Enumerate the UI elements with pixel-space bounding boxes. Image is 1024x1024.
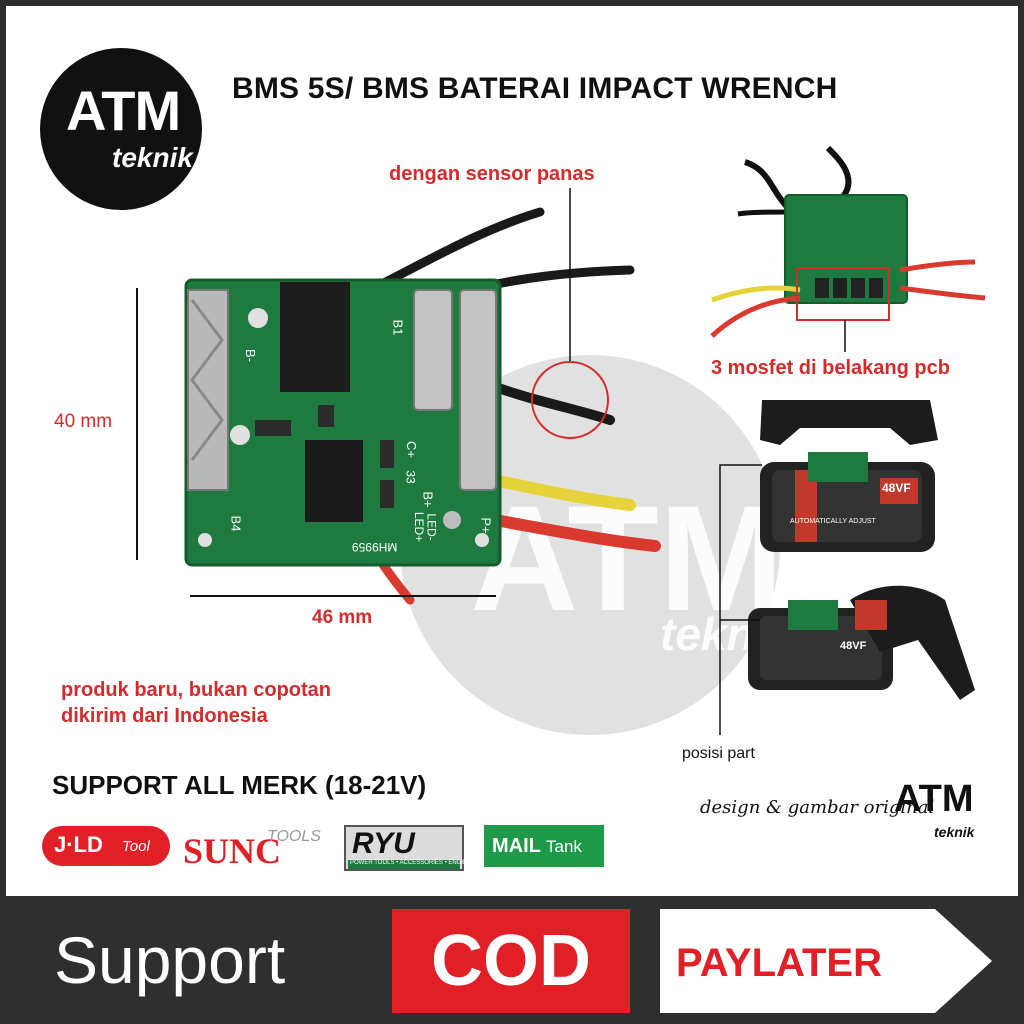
design-sub: teknik xyxy=(934,824,975,840)
jld-logo: J·LD Tool xyxy=(42,826,170,866)
battery-caption: AUTOMATICALLY ADJUST xyxy=(790,518,876,525)
sunc-suffix: TOOLS xyxy=(267,828,321,845)
cod-badge: COD xyxy=(392,909,630,1013)
ryu-name: RYU xyxy=(352,827,415,860)
mailtank-name: MAIL xyxy=(492,835,541,857)
mailtank-logo: MAIL Tank xyxy=(484,825,604,867)
mailtank-suffix: Tank xyxy=(546,837,582,856)
support-all-merk: SUPPORT ALL MERK (18-21V) xyxy=(52,770,427,800)
position-label: posisi part xyxy=(682,745,755,762)
logo-sub-text: teknik xyxy=(112,142,193,173)
jld-name: J·LD xyxy=(54,832,103,857)
logo-brand-text: ATM xyxy=(66,79,181,142)
mosfet-label: 3 mosfet di belakang pcb xyxy=(711,357,950,379)
product-note-line2: dikirim dari Indonesia xyxy=(61,705,268,727)
ryu-tag-text: POWER TOOLS • ACCESSORIES • ENGINE xyxy=(350,860,472,866)
footer-support-text: Support xyxy=(54,923,286,997)
sunc-name: SUNC xyxy=(183,831,282,871)
battery-voltage-2: 48VF xyxy=(840,640,867,652)
product-note-line1: produk baru, bukan copotan xyxy=(61,679,332,701)
width-dimension: 46 mm xyxy=(312,607,373,628)
ryu-tag xyxy=(348,860,460,869)
design-brand: ATM xyxy=(894,778,974,820)
height-dimension: 40 mm xyxy=(54,411,113,432)
jld-suffix: Tool xyxy=(122,838,150,855)
ryu-logo: RYU POWER TOOLS • ACCESSORIES • ENGINE xyxy=(344,825,471,871)
design-credit: design & gambar original xyxy=(700,797,935,818)
paylater-label: PAYLATER xyxy=(676,941,882,985)
brand-logo: ATM teknik xyxy=(40,48,202,210)
sunc-logo: SUNC TOOLS xyxy=(183,824,333,874)
sensor-label: dengan sensor panas xyxy=(389,163,595,185)
page-title: BMS 5S/ BMS BATERAI IMPACT WRENCH xyxy=(232,72,838,105)
battery-voltage-1: 48VF xyxy=(882,481,911,495)
